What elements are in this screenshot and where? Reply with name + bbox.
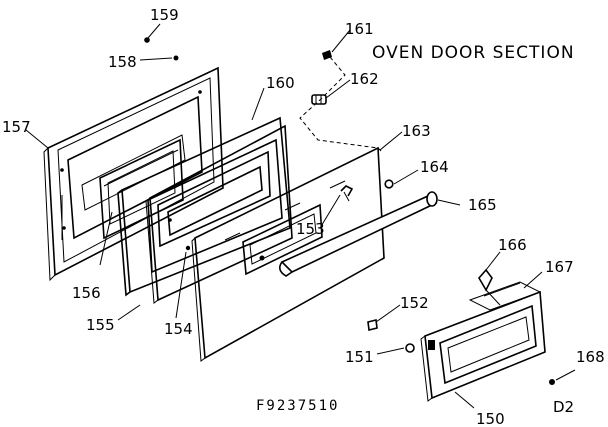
handle-clip (340, 185, 354, 202)
inner-glass-panel (99, 138, 184, 240)
label-163: 163 (402, 122, 431, 140)
label-154: 154 (164, 320, 193, 338)
label-167: 167 (545, 258, 574, 276)
label-159: 159 (150, 6, 179, 24)
label-153: 153 (296, 220, 325, 238)
small-screws (367, 319, 555, 385)
screw-158 (144, 37, 179, 61)
drawing-code: F9237510 (256, 398, 339, 414)
label-162: 162 (350, 70, 379, 88)
hinge-parts (299, 50, 379, 149)
label-161: 161 (345, 20, 374, 38)
diagram-title: OVEN DOOR SECTION (372, 43, 575, 63)
label-160: 160 (266, 74, 295, 92)
label-156: 156 (72, 284, 101, 302)
broiler-door (420, 290, 546, 402)
leader-lines (25, 23, 576, 409)
door-handle (278, 191, 438, 277)
label-157: 157 (2, 118, 31, 136)
outer-door-panel (191, 146, 385, 362)
label-151: 151 (345, 348, 374, 366)
label-150: 150 (476, 410, 505, 427)
label-165: 165 (468, 196, 497, 214)
clip-166 (478, 268, 501, 306)
corner-code: D2 (553, 398, 574, 416)
label-168: 168 (576, 348, 605, 366)
label-166: 166 (498, 236, 527, 254)
door-inner-panel (145, 124, 293, 304)
label-164: 164 (420, 158, 449, 176)
label-158: 158 (108, 53, 137, 71)
label-152: 152 (400, 294, 429, 312)
screw-164 (384, 179, 394, 189)
door-frame (117, 116, 291, 297)
inner-door-liner (43, 66, 224, 282)
label-155: 155 (86, 316, 115, 334)
